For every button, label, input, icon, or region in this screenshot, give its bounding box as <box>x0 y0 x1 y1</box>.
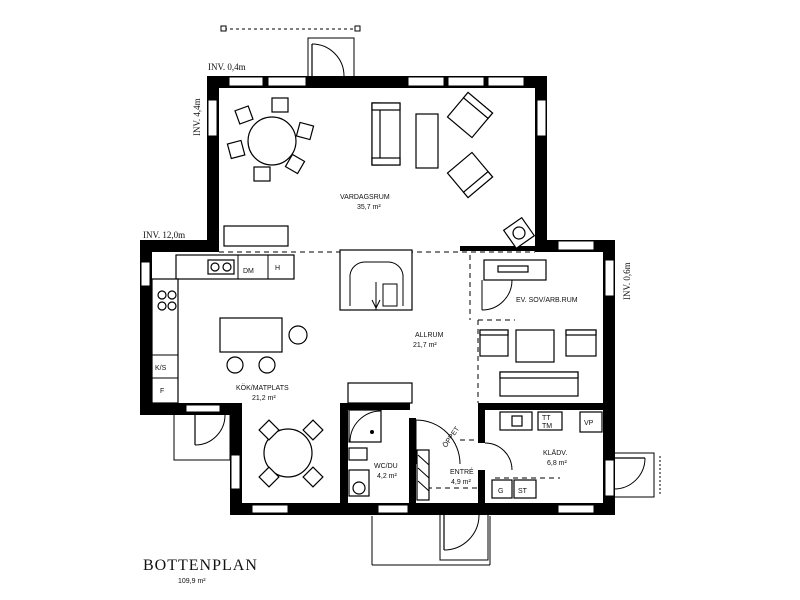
dining-table <box>258 419 324 488</box>
washer-label: TM <box>542 423 552 430</box>
laundry-fixtures: TT TM VP G ST <box>491 411 603 499</box>
freezer-label: F <box>160 388 164 395</box>
entre-area: 4,9 m² <box>451 479 472 486</box>
entre-name: ENTRÉ <box>450 467 474 476</box>
doors <box>173 37 661 566</box>
kladv-name: KLÄDV. <box>543 449 567 457</box>
st-label: ST <box>518 488 528 495</box>
inv-top-label: INV. 0,4m <box>208 62 246 72</box>
bathroom-fixtures <box>348 409 430 501</box>
heat-pump-label: VP <box>584 420 594 427</box>
vardagsrum-area: 35,7 m² <box>357 204 381 211</box>
top-dimension-line <box>220 25 361 32</box>
g-label: G <box>498 488 503 495</box>
sovrum-name: EV. SOV/ARB.RUM <box>516 297 578 304</box>
inv-right-label: INV. 0,6m <box>622 262 632 300</box>
cabinet-h-label: H <box>275 265 280 272</box>
vardagsrum-name: VARDAGSRUM <box>340 194 390 201</box>
family-room-furniture <box>347 259 597 404</box>
staircase <box>339 249 413 311</box>
allrum-name: ALLRUM <box>415 332 444 339</box>
dryer-label: TT <box>542 415 551 422</box>
kok-area: 21,2 m² <box>252 395 276 402</box>
living-room-furniture <box>223 91 536 250</box>
inv-left-upper-label: INV. 4,4m <box>192 98 202 136</box>
plan-title: BOTTENPLAN <box>143 557 258 574</box>
wc-area: 4,2 m² <box>377 473 398 480</box>
kok-name: KÖK/MATPLATS <box>236 384 289 392</box>
kitchen-fixtures: DM H K/S F <box>151 254 308 404</box>
dishwasher-label: DM <box>243 268 254 275</box>
kladv-area: 6,8 m² <box>547 460 568 467</box>
windows <box>140 76 615 514</box>
open-label: ÖPPET <box>441 425 462 450</box>
wc-name: WC/DU <box>374 463 398 470</box>
allrum-area: 21,7 m² <box>413 342 437 349</box>
interior-walls <box>340 246 608 515</box>
inv-left-middle-label: INV. 12,0m <box>143 230 185 240</box>
fridge-freezer-label: K/S <box>155 365 167 372</box>
total-area: 109,9 m² <box>178 578 206 585</box>
